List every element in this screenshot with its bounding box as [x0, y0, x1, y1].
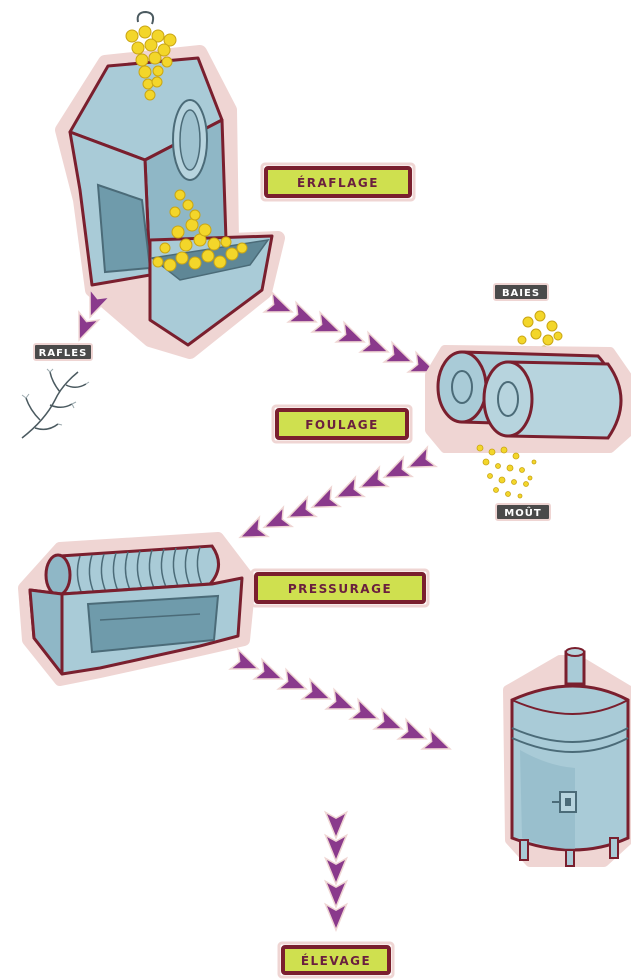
eraflage-badge: ÉRAFLAGE [262, 164, 414, 200]
mout-badge: MOÛT [496, 504, 550, 520]
rafles-arrow [72, 291, 108, 341]
foulage-label: FOULAGE [305, 418, 379, 432]
crusher-rollers-icon [430, 350, 628, 448]
baies-label: BAIES [502, 288, 540, 299]
baies-badge: BAIES [494, 284, 548, 300]
flow-arrow-4 [327, 814, 345, 928]
mout-label: MOÛT [504, 506, 541, 519]
flow-arrow-3 [232, 652, 451, 757]
wine-press-icon [24, 538, 250, 680]
rafles-label: RAFLES [39, 348, 88, 359]
tank-icon [508, 648, 628, 866]
elevage-label: ÉLEVAGE [301, 953, 371, 968]
foulage-badge: FOULAGE [273, 406, 411, 442]
elevage-badge: ÉLEVAGE [279, 943, 393, 977]
pressurage-badge: PRESSURAGE [252, 570, 428, 606]
stems-icon [22, 369, 89, 438]
eraflage-label: ÉRAFLAGE [297, 175, 379, 190]
rafles-badge: RAFLES [34, 344, 92, 360]
pressurage-label: PRESSURAGE [288, 582, 392, 596]
flow-arrow-2 [238, 449, 433, 544]
flow-arrow-1 [266, 295, 437, 380]
